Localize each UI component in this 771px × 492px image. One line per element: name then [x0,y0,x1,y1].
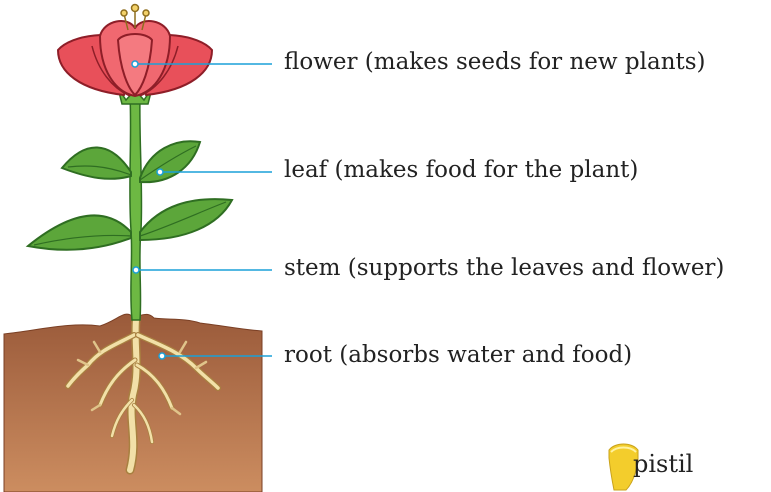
label-root: root (absorbs water and food) [284,344,632,367]
label-flower: flower (makes seeds for new plants) [284,51,706,74]
label-stem: stem (supports the leaves and flower) [284,257,724,280]
leaf-upper-left [62,147,131,178]
label-leaf: leaf (makes food for the plant) [284,159,638,182]
leaf-lower-left [28,215,131,249]
leaf-upper-right [140,141,200,182]
label-pistil: pistil [633,452,693,476]
flower-head [58,21,212,96]
stem [130,95,142,320]
